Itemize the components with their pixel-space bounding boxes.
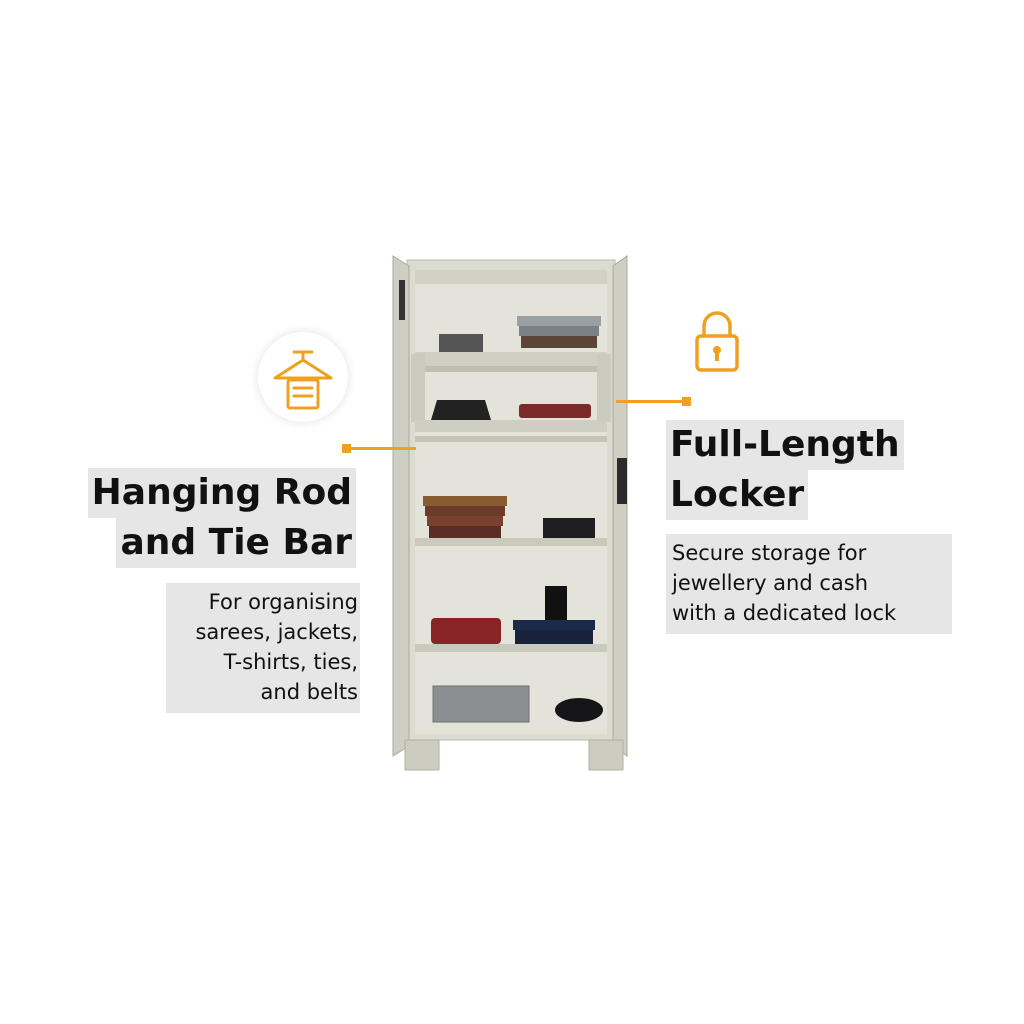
right-desc-line3: with a dedicated lock — [672, 601, 897, 625]
padlock-icon — [695, 311, 739, 372]
right-connector-dot — [682, 397, 691, 406]
right-desc-line1: Secure storage for — [672, 541, 867, 565]
left-connector-line — [346, 447, 416, 450]
left-desc-line3: T-shirts, ties, — [223, 650, 358, 674]
right-feature-title: Full-Length Locker — [666, 420, 916, 520]
left-feature-description: For organising sarees, jackets, T-shirts… — [166, 583, 360, 713]
left-connector-dot — [342, 444, 351, 453]
right-feature-description: Secure storage for jewellery and cash wi… — [666, 534, 952, 634]
left-desc-line1: For organising — [208, 590, 358, 614]
right-connector-line — [616, 400, 686, 403]
right-title-line2: Locker — [666, 470, 809, 520]
hanger-icon-badge — [258, 332, 348, 422]
left-desc-line2: sarees, jackets, — [195, 620, 358, 644]
cabinet-illustration — [392, 255, 628, 771]
left-desc-line4: and belts — [260, 680, 358, 704]
left-title-line2: and Tie Bar — [116, 518, 356, 568]
right-desc-line2: jewellery and cash — [672, 571, 869, 595]
right-title-line1: Full-Length — [666, 420, 904, 470]
hanger-shirt-icon — [273, 350, 333, 410]
left-title-line1: Hanging Rod — [87, 468, 356, 518]
left-feature-title: Hanging Rod and Tie Bar — [86, 468, 356, 568]
